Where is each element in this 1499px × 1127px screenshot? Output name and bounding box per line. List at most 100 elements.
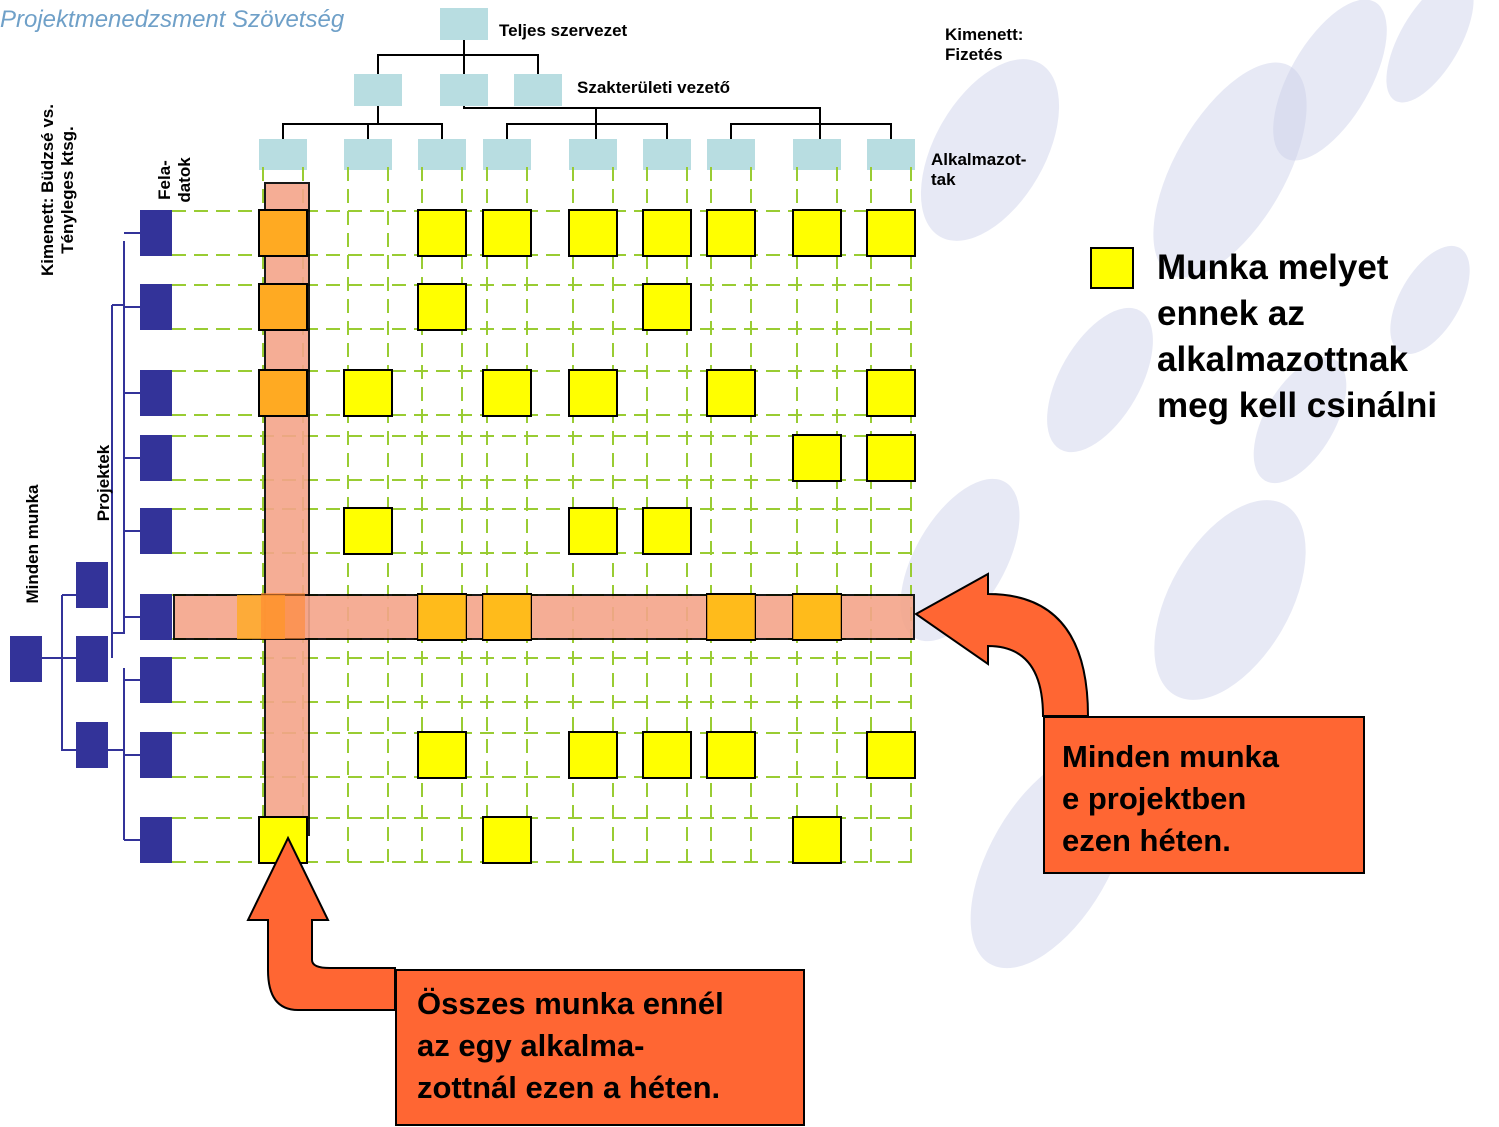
work-cell-highlighted (418, 595, 466, 639)
task-box (140, 284, 172, 330)
callout-employee-week: Összes munka ennél az egy alkalma- zottn… (395, 969, 805, 1126)
org-top-label: Teljes szervezet (499, 21, 628, 40)
watermark-blob (920, 59, 1060, 241)
work-cell (866, 369, 916, 417)
work-cell (642, 507, 692, 555)
org-box-employee (418, 139, 466, 170)
project-box (76, 722, 108, 768)
org-box-employee (569, 139, 617, 170)
work-cell (642, 209, 692, 257)
legend-label: Munka melyet ennek az alkalmazottnak meg… (1157, 248, 1438, 425)
callout-project-week: Minden munka e projektben ezen héten. (1043, 716, 1365, 874)
org-line (464, 54, 539, 74)
work-cell (866, 434, 916, 482)
work-cell (642, 731, 692, 779)
work-cell-highlighted (707, 595, 755, 639)
org-box-employee (259, 139, 307, 170)
task-box (140, 508, 172, 554)
work-cell (706, 369, 756, 417)
org-line (282, 104, 379, 140)
work-cell (482, 209, 532, 257)
org-line (463, 104, 821, 124)
wbs-tree-lines (42, 232, 140, 841)
task-box (140, 370, 172, 416)
work-cell (258, 283, 308, 331)
org-box-manager (440, 74, 488, 106)
task-box (140, 732, 172, 778)
work-cell (792, 209, 842, 257)
org-line (506, 108, 597, 140)
work-cell (792, 434, 842, 482)
org-box-employee (867, 139, 915, 170)
work-cell (706, 731, 756, 779)
tree-line (112, 241, 125, 634)
work-cell (417, 731, 467, 779)
employee-highlight-band (264, 182, 310, 836)
legend-work-swatch (1090, 247, 1134, 289)
work-cell (792, 816, 842, 864)
work-cell (417, 209, 467, 257)
output-budget-label: Kimenett: Büdzsé vs. Tényleges ktsg. (38, 104, 77, 276)
task-box (140, 435, 172, 481)
tree-line (61, 595, 76, 751)
work-cell (258, 209, 308, 257)
org-employees-label: Alkalmazot- tak (931, 150, 1027, 189)
project-box (76, 562, 108, 608)
org-line (730, 123, 820, 140)
work-cell (417, 283, 467, 331)
work-cell (642, 283, 692, 331)
org-box-employee (483, 139, 531, 170)
watermark-blob (1273, 0, 1387, 161)
org-middle-label: Szakterületi vezető (577, 78, 731, 97)
org-chart-boxes (259, 8, 915, 170)
output-salary-label: Kimenett: Fizetés (945, 25, 1024, 64)
work-cell-highlighted (483, 595, 531, 639)
highlight-bands (173, 182, 915, 836)
work-cell (866, 209, 916, 257)
projects-axis-label: Projektek (94, 444, 113, 522)
org-line (377, 36, 465, 74)
all-work-box (10, 636, 42, 682)
work-cell (568, 369, 618, 417)
watermark-blob (1253, 356, 1347, 484)
background-watermark (900, 0, 1474, 969)
work-cell (482, 816, 532, 864)
org-line (596, 123, 668, 140)
org-box-top (440, 8, 488, 40)
wbs-tree-boxes (10, 210, 172, 863)
work-cell (482, 369, 532, 417)
org-box-employee (344, 139, 392, 170)
brand-title: Projektmenedzsment Szövetség (0, 6, 345, 33)
task-box (140, 817, 172, 863)
org-box-employee (793, 139, 841, 170)
watermark-blob (1386, 0, 1474, 103)
work-cell (866, 731, 916, 779)
work-cell (568, 507, 618, 555)
all-work-axis-label: Minden munka (23, 484, 42, 604)
work-cells (237, 209, 916, 864)
watermark-blob (1154, 500, 1306, 700)
task-box (140, 657, 172, 703)
org-box-employee (707, 139, 755, 170)
org-line (378, 123, 443, 140)
watermark-blob (1153, 62, 1307, 278)
project-box (76, 636, 108, 682)
org-box-employee (643, 139, 691, 170)
work-cell (343, 507, 393, 555)
tasks-axis-label: Fela- datok (155, 157, 194, 203)
org-box-manager (354, 74, 402, 106)
work-cell (568, 209, 618, 257)
watermark-blob (1390, 245, 1470, 355)
org-box-manager (514, 74, 562, 106)
work-cell-highlighted (793, 595, 841, 639)
intersection-cell (261, 593, 305, 639)
work-cell (343, 369, 393, 417)
watermark-blob (1047, 307, 1153, 453)
arrow-to-project-row (914, 572, 1090, 717)
task-box (140, 594, 172, 640)
watermark-blob (900, 478, 1020, 642)
work-cell (568, 731, 618, 779)
task-box (140, 210, 172, 256)
